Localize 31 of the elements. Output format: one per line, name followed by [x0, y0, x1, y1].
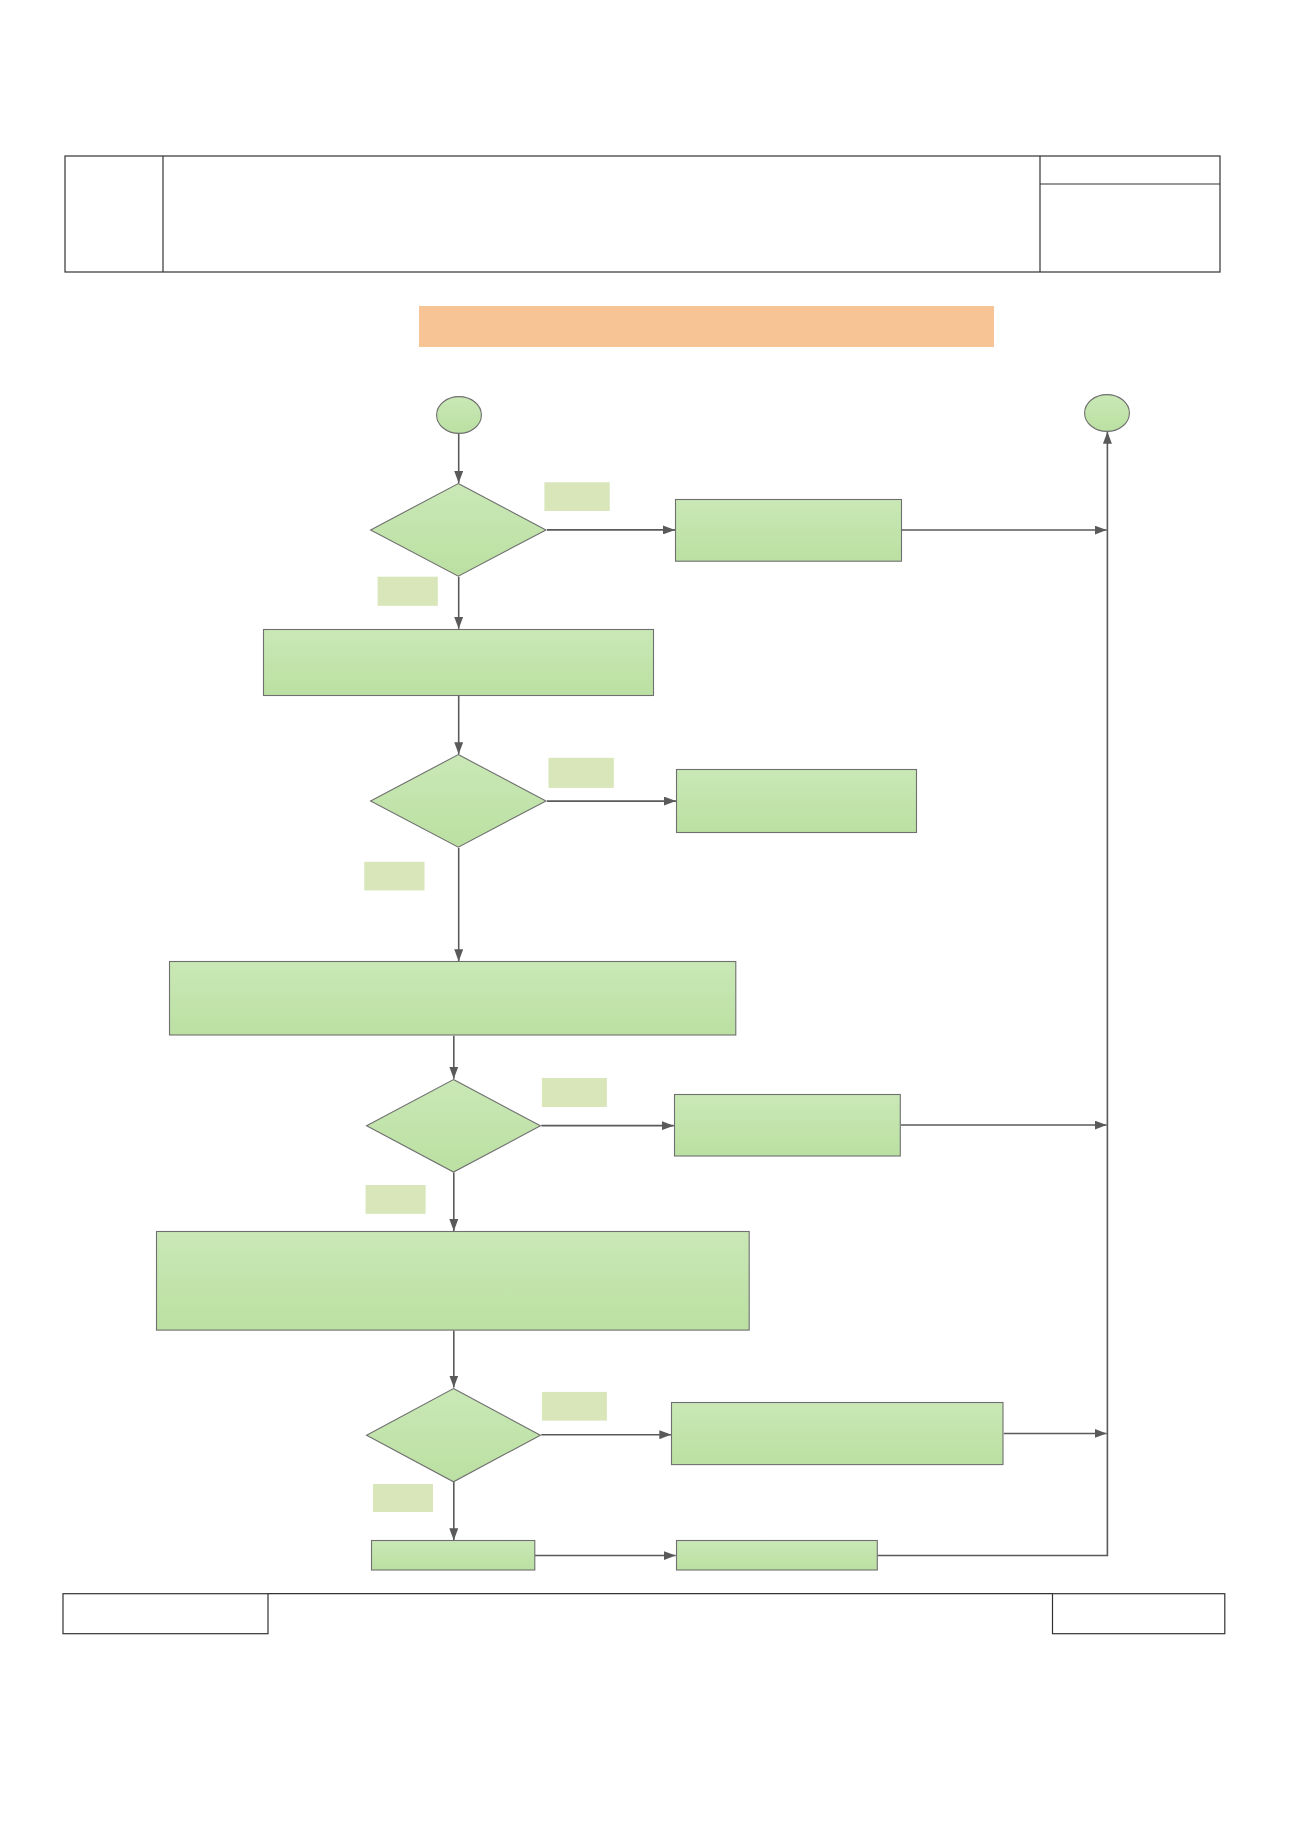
process-box	[671, 1401, 1004, 1465]
process-box	[156, 1231, 750, 1331]
process-box	[673, 1093, 901, 1157]
decision-diamond	[366, 1078, 542, 1173]
process-box	[370, 1540, 535, 1571]
decision-diamond	[370, 483, 547, 577]
flow-arrow	[449, 1329, 459, 1389]
process-box	[676, 769, 917, 833]
process-box	[675, 498, 902, 562]
process-box	[169, 961, 737, 1036]
flow-arrow	[454, 847, 464, 963]
flow-arrow	[540, 1121, 675, 1131]
flow-arrow	[534, 1551, 677, 1561]
flow-arrow	[454, 695, 464, 755]
flow-arrow	[449, 1035, 459, 1080]
flow-arrow	[449, 1171, 459, 1232]
terminator-circle	[1084, 393, 1131, 432]
flow-arrow	[454, 432, 464, 484]
flow-arrow	[1003, 1428, 1108, 1438]
flow-arrow	[876, 430, 1112, 1557]
title-banner	[419, 306, 994, 347]
decision-diamond	[370, 754, 547, 848]
process-box	[675, 1540, 878, 1571]
terminator-circle	[435, 395, 482, 434]
flow-arrow	[454, 576, 464, 630]
flow-arrow	[546, 796, 677, 806]
flow-arrow	[901, 525, 1108, 535]
flow-arrow	[449, 1481, 459, 1542]
decision-diamond	[366, 1387, 542, 1482]
process-box	[262, 628, 654, 696]
flow-arrow	[546, 525, 676, 535]
